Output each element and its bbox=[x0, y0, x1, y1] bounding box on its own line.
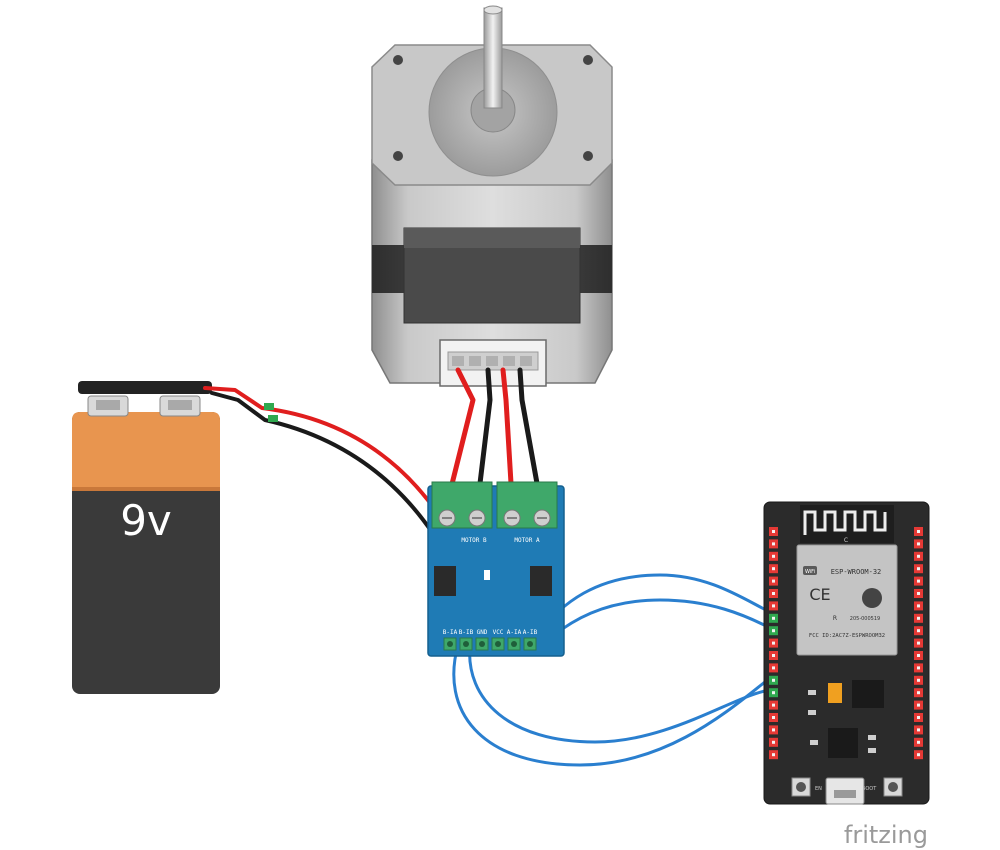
esp32-pin-pad bbox=[917, 530, 920, 533]
esp32-pin-pad bbox=[917, 716, 920, 719]
esp32-pin-pad bbox=[917, 691, 920, 695]
driver-header-pin-hole bbox=[447, 641, 453, 647]
esp32-pin-pad bbox=[772, 641, 775, 645]
driver-pin-label: B-IA bbox=[443, 629, 458, 636]
esp32-pin-pad bbox=[917, 666, 920, 670]
esp32-regulator bbox=[852, 680, 884, 708]
mount-hole bbox=[583, 151, 593, 161]
esp32-pin-pad bbox=[772, 542, 775, 546]
motor-a-label: MOTOR A bbox=[514, 537, 540, 544]
terminal-block-motor-b bbox=[431, 481, 493, 529]
driver-pin-label: GND bbox=[477, 629, 488, 636]
driver-chip-right bbox=[530, 566, 552, 596]
esp32-pin-pad bbox=[772, 579, 775, 583]
esp32-pin-pad bbox=[772, 703, 775, 707]
esp32-pin-pad bbox=[772, 728, 775, 732]
terminal-block-motor-a bbox=[496, 481, 558, 529]
esp32-pin-pad bbox=[917, 579, 920, 583]
driver-pin-label: A-IA bbox=[507, 629, 522, 636]
esp32-pin-pad bbox=[772, 654, 775, 657]
module-name: ESP-WROOM-32 bbox=[831, 568, 882, 576]
driver-pin-label: B-IB bbox=[459, 629, 474, 636]
motor-b-label: MOTOR B bbox=[461, 537, 487, 544]
antenna-label: C bbox=[844, 537, 848, 544]
driver-header-pin-hole bbox=[527, 641, 533, 647]
esp32-pin-pad bbox=[917, 654, 920, 657]
battery-9v: 9v bbox=[72, 381, 220, 694]
esp32-pin-pad bbox=[917, 592, 920, 595]
driver-header-pin-hole bbox=[479, 641, 485, 647]
mount-hole bbox=[393, 55, 403, 65]
esp32-pin-pad bbox=[772, 753, 775, 757]
esp32-pin-pad bbox=[772, 604, 775, 608]
esp32-pin-pad bbox=[917, 567, 920, 571]
esp32-pin-pad bbox=[917, 678, 920, 682]
esp32-pin-pad bbox=[772, 740, 775, 744]
driver-pin-header bbox=[443, 637, 537, 651]
wire-motor-black-2 bbox=[517, 367, 543, 503]
boot-button[interactable] bbox=[883, 777, 903, 797]
ce-mark: CE bbox=[809, 585, 830, 604]
esp32-pin-pad bbox=[917, 753, 920, 757]
en-button[interactable] bbox=[791, 777, 811, 797]
fritzing-watermark: fritzing bbox=[844, 821, 928, 849]
driver-chip-left bbox=[434, 566, 456, 596]
boot-button-label: BOOT bbox=[862, 786, 877, 792]
esp32-pin-pad bbox=[772, 666, 775, 670]
esp32-pin-pad bbox=[772, 629, 775, 633]
esp32-pin-pad bbox=[772, 678, 775, 682]
fcc-id: FCC ID:2AC7Z-ESPWROOM32 bbox=[809, 633, 885, 639]
esp32-pin-pad bbox=[917, 703, 920, 707]
esp32-pin-pad bbox=[772, 530, 775, 533]
driver-header-pin-hole bbox=[495, 641, 501, 647]
esp32-pin-pad bbox=[917, 542, 920, 546]
wire-blue-2 bbox=[540, 598, 772, 647]
esp32-pin-pad bbox=[917, 641, 920, 645]
esp32-pin-pad bbox=[772, 691, 775, 695]
esp32-pin-pad bbox=[917, 604, 920, 608]
motor-connector bbox=[439, 339, 547, 387]
esp32-pin-pad bbox=[917, 554, 920, 558]
esp32-board: C WiFi ESP-WROOM-32 CE R 205-000519 FCC … bbox=[763, 501, 930, 805]
wifi-logo: WiFi bbox=[805, 569, 815, 575]
stepper-motor bbox=[371, 5, 613, 387]
esp32-pin-pad bbox=[917, 740, 920, 744]
driver-header-pin-hole bbox=[463, 641, 469, 647]
wire-blue-4 bbox=[468, 643, 772, 744]
module-logo bbox=[862, 588, 882, 608]
esp32-capacitor bbox=[828, 683, 842, 703]
battery-label: 9v bbox=[120, 496, 172, 545]
esp32-pin-pad bbox=[917, 728, 920, 732]
mount-hole bbox=[393, 151, 403, 161]
driver-pin-label: A-IB bbox=[523, 629, 538, 636]
driver-pin-label: VCC bbox=[493, 629, 504, 636]
mount-hole bbox=[583, 55, 593, 65]
en-button-label: EN bbox=[815, 786, 822, 792]
esp32-pins-left bbox=[769, 527, 778, 760]
esp32-pin-pad bbox=[772, 716, 775, 719]
esp32-pins-right bbox=[914, 527, 923, 760]
esp32-pin-pad bbox=[772, 567, 775, 571]
esp32-pin-pad bbox=[772, 616, 775, 620]
wire-motor-black-1 bbox=[475, 367, 493, 503]
r-code: R bbox=[833, 615, 837, 622]
driver-header-pin-hole bbox=[511, 641, 517, 647]
battery-snap bbox=[78, 381, 212, 394]
mic-code: 205-000519 bbox=[850, 616, 880, 622]
wire-motor-red-2 bbox=[500, 367, 515, 503]
motor-shaft bbox=[483, 7, 503, 109]
wire-blue-1 bbox=[528, 573, 772, 647]
wire-blue-3 bbox=[452, 643, 772, 767]
esp32-pin-pad bbox=[772, 554, 775, 558]
esp32-pin-pad bbox=[917, 629, 920, 633]
wire-motor-red-1 bbox=[445, 367, 476, 503]
esp32-usb-chip bbox=[828, 728, 858, 758]
esp32-pin-pad bbox=[772, 592, 775, 595]
esp32-module bbox=[796, 544, 898, 656]
esp32-pin-pad bbox=[917, 616, 920, 620]
